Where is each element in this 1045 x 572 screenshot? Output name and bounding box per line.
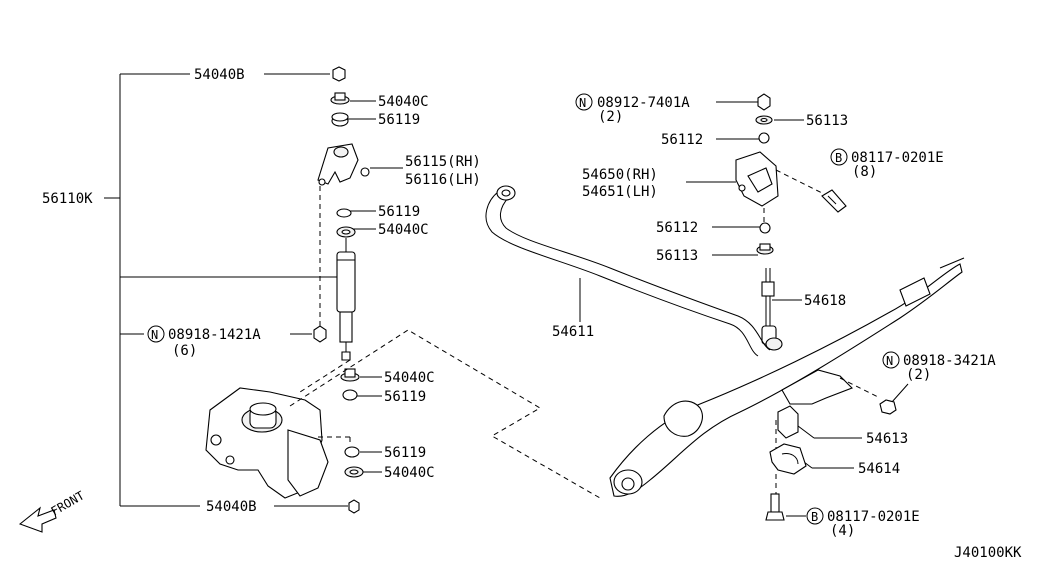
label-54040B-top: 54040B — [194, 67, 245, 83]
label-56112-2: 56112 — [656, 220, 698, 236]
circle-B-icon: B — [811, 510, 818, 524]
label-56115-rh: 56115(RH) — [405, 154, 481, 170]
label-56113-2: 56113 — [656, 248, 698, 264]
lower-arm-frame — [609, 257, 965, 521]
label-56119-3: 56119 — [384, 389, 426, 405]
shock-absorber-stack — [313, 66, 370, 514]
label-54611: 54611 — [552, 324, 594, 340]
label-qty-6: (6) — [172, 343, 197, 359]
circle-B-icon: B — [835, 151, 842, 165]
label-08912-7401A: 08912-7401A — [597, 95, 690, 111]
label-54040C-4: 54040C — [384, 465, 435, 481]
label-qty-2b: (2) — [906, 367, 931, 383]
front-direction-arrow: FRONT — [18, 488, 87, 533]
label-54614: 54614 — [858, 461, 900, 477]
label-08918-3421A: 08918-3421A — [903, 353, 996, 369]
label-qty-8: (8) — [852, 164, 877, 180]
callout-nut-08918-1421A: N 08918-1421A (6) — [147, 325, 312, 359]
callout-bolt-08117-0201E-a: B 08117-0201E (8) — [830, 148, 944, 180]
circle-N-icon: N — [579, 96, 586, 110]
dashed-reference-lines — [289, 329, 601, 499]
lower-arm-casting — [205, 387, 351, 499]
label-54650-rh: 54650(RH) — [582, 167, 658, 183]
stabilizer-link-stack — [735, 93, 847, 351]
label-qty-4: (4) — [830, 523, 855, 539]
label-56119-2: 56119 — [378, 204, 420, 220]
circle-N-icon: N — [886, 354, 893, 368]
left-leader-lines — [348, 100, 403, 473]
label-54618: 54618 — [804, 293, 846, 309]
stabilizer-bar-54611 — [485, 185, 771, 357]
label-56112-1: 56112 — [661, 132, 703, 148]
label-08918-1421A: 08918-1421A — [168, 327, 261, 343]
label-56116-lh: 56116(LH) — [405, 172, 481, 188]
label-54040B-bottom: 54040B — [206, 499, 257, 515]
label-54040C-3: 54040C — [384, 370, 435, 386]
label-qty-2a: (2) — [598, 109, 623, 125]
label-08117-0201E-a: 08117-0201E — [851, 150, 944, 166]
label-56110K: 56110K — [42, 191, 93, 207]
callout-nut-08912-7401A: N 08912-7401A (2) — [575, 93, 758, 125]
label-56119-1: 56119 — [378, 112, 420, 128]
label-54040C-2: 54040C — [378, 222, 429, 238]
label-08117-0201E-b: 08117-0201E — [827, 509, 920, 525]
label-54040C-1: 54040C — [378, 94, 429, 110]
label-54651-lh: 54651(LH) — [582, 184, 658, 200]
callout-nut-08918-3421A: N 08918-3421A (2) — [882, 351, 996, 403]
label-54613: 54613 — [866, 431, 908, 447]
circle-N-icon: N — [151, 328, 158, 342]
label-56113-1: 56113 — [806, 113, 848, 129]
diagram-code: J40100KK — [954, 545, 1022, 561]
assembly-bracket-56110K — [104, 73, 348, 507]
front-label: FRONT — [49, 488, 87, 518]
callout-bolt-08117-0201E-b: B 08117-0201E (4) — [786, 507, 920, 539]
label-56119-4: 56119 — [384, 445, 426, 461]
